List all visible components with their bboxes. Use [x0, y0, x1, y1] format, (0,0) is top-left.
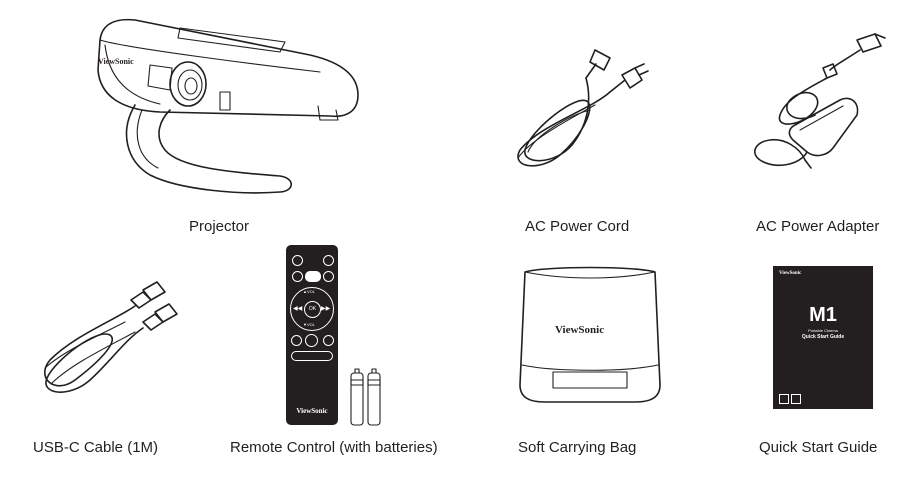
- projector-illustration: ViewSonic: [97, 18, 359, 194]
- mute-button-icon: [291, 335, 302, 346]
- bag-brand: ViewSonic: [555, 324, 604, 336]
- usb-c-cable-label: USB-C Cable (1M): [33, 439, 159, 456]
- source-button-icon: [305, 271, 321, 282]
- remote-control-label: Remote Control (with batteries): [230, 439, 438, 456]
- d-pad: OK ▲VOL ▼VOL ◀◀ ▶▶: [290, 287, 334, 331]
- carrying-bag-illustration: ViewSonic: [519, 266, 661, 403]
- vol-down-label: ▼VOL: [303, 322, 315, 327]
- play-pause-button-icon: [305, 334, 318, 347]
- guide-title: Quick Start Guide: [801, 334, 845, 340]
- ac-power-adapter-label: AC Power Adapter: [756, 218, 880, 235]
- volume-rocker: [291, 351, 333, 361]
- remote-control-item: OK ▲VOL ▼VOL ◀◀ ▶▶ ViewSonic Remote Cont…: [230, 240, 460, 470]
- soft-carrying-bag-item: ViewSonic Soft Carrying Bag: [505, 260, 675, 470]
- power-adapter-illustration: [754, 33, 886, 169]
- power-button-icon: [292, 255, 303, 266]
- guide-booklet: ViewSonic M1 Portable Cinema Quick Start…: [773, 266, 873, 409]
- usb-c-cable-illustration: [44, 281, 178, 393]
- guide-brand: ViewSonic: [779, 271, 802, 276]
- usb-c-cable-item: USB-C Cable (1M): [25, 280, 225, 470]
- guide-logo-icon: [779, 394, 789, 404]
- guide-subtitle: Portable Cinema: [808, 328, 838, 333]
- forward-icon: ▶▶: [321, 306, 331, 312]
- projector-label: Projector: [189, 218, 250, 235]
- ac-power-cord-label: AC Power Cord: [525, 218, 630, 235]
- home-button-icon: [292, 271, 303, 282]
- vol-up-label: ▲VOL: [303, 289, 315, 294]
- ac-power-cord-item: AC Power Cord: [500, 40, 660, 240]
- soft-carrying-bag-label: Soft Carrying Bag: [518, 439, 637, 456]
- ac-power-adapter-item: AC Power Adapter: [745, 30, 905, 240]
- remote-body: OK ▲VOL ▼VOL ◀◀ ▶▶ ViewSonic: [286, 245, 338, 425]
- rewind-icon: ◀◀: [293, 306, 303, 312]
- projector-brand: ViewSonic: [98, 57, 134, 66]
- menu-button-icon: [323, 255, 334, 266]
- remote-brand: ViewSonic: [296, 407, 328, 415]
- back-button-icon: [323, 335, 334, 346]
- guide-model: M1: [809, 304, 837, 326]
- power-cord-illustration: [517, 49, 649, 167]
- projector-item: ViewSonic Projector: [80, 10, 380, 235]
- quick-start-guide-label: Quick Start Guide: [759, 439, 878, 456]
- quick-start-guide-item: ViewSonic M1 Portable Cinema Quick Start…: [755, 260, 905, 470]
- batteries-illustration: [350, 368, 381, 426]
- settings-button-icon: [323, 271, 334, 282]
- guide-mark-icon: [791, 394, 801, 404]
- ok-button: OK: [304, 301, 321, 318]
